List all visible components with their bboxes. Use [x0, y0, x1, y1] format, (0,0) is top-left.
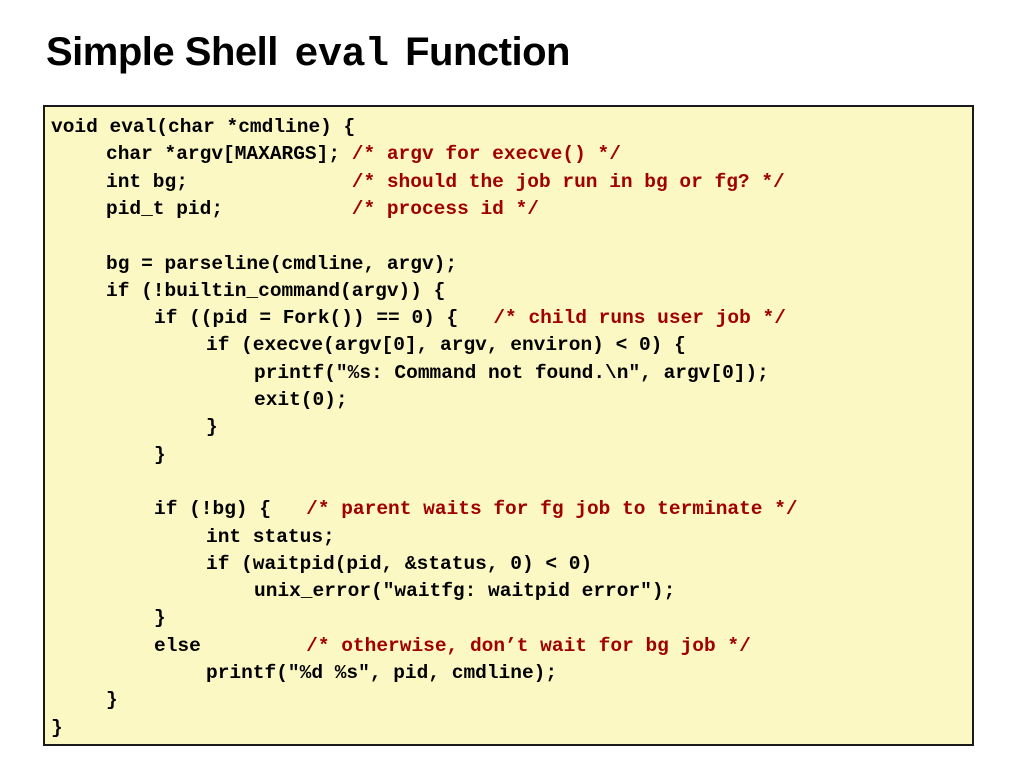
code-line: int bg; /* should the job run in bg or f…: [106, 169, 785, 196]
code-block: void eval(char *cmdline) { char *argv[MAX…: [43, 105, 974, 746]
code-text: int bg;: [106, 170, 352, 193]
title-function-name: eval: [294, 33, 389, 78]
code-text: pid_t pid;: [106, 197, 352, 220]
code-line: }: [206, 414, 218, 441]
code-text: }: [154, 607, 166, 630]
code-line: else /* otherwise, don’t wait for bg job…: [154, 633, 751, 660]
code-text: unix_error("waitfg: waitpid error");: [254, 580, 676, 603]
code-comment: /* otherwise, don’t wait for bg job */: [306, 634, 751, 657]
code-text: char *argv[MAXARGS];: [106, 143, 352, 166]
code-text: exit(0);: [254, 389, 348, 411]
code-text: int status;: [206, 525, 335, 548]
code-line: if (!bg) { /* parent waits for fg job to…: [154, 496, 798, 523]
code-line: exit(0);: [254, 387, 348, 414]
code-text: }: [154, 443, 166, 466]
code-comment: /* parent waits for fg job to terminate …: [306, 498, 798, 521]
code-comment: /* process id */: [351, 197, 539, 220]
code-line: int status;: [206, 524, 335, 551]
title-text-end: Function: [394, 30, 570, 74]
code-line: }: [154, 442, 166, 469]
code-comment: /* should the job run in bg or fg? */: [351, 170, 785, 193]
slide-title: Simple Shell eval Function: [46, 30, 570, 78]
code-line: printf("%d %s", pid, cmdline);: [206, 660, 557, 687]
code-text: }: [106, 689, 118, 712]
code-line: pid_t pid; /* process id */: [106, 196, 539, 223]
code-line: unix_error("waitfg: waitpid error");: [254, 578, 675, 605]
code-text: if (!bg) {: [154, 498, 307, 521]
code-text: }: [206, 416, 218, 439]
code-line: char *argv[MAXARGS]; /* argv for execve(…: [106, 141, 621, 168]
code-line: if (waitpid(pid, &status, 0) < 0): [206, 551, 592, 578]
code-line: printf("%s: Command not found.\n", argv[…: [254, 360, 769, 387]
title-text-start: Simple Shell: [46, 30, 289, 74]
code-text: bg = parseline(cmdline, argv);: [106, 252, 458, 275]
code-comment: /* child runs user job */: [493, 307, 786, 330]
code-comment: /* argv for execve() */: [351, 143, 621, 166]
code-text: if (waitpid(pid, &status, 0) < 0): [206, 552, 593, 575]
code-line: }: [106, 687, 118, 714]
code-text: if (execve(argv[0], argv, environ) < 0) …: [206, 334, 686, 357]
code-text: if ((pid = Fork()) == 0) {: [154, 307, 494, 330]
code-line: }: [154, 605, 166, 632]
code-text: printf("%s: Command not found.\n", argv[…: [254, 361, 769, 384]
code-text: printf("%d %s", pid, cmdline);: [206, 662, 558, 684]
code-line: void eval(char *cmdline) {: [51, 114, 355, 141]
code-line: if (execve(argv[0], argv, environ) < 0) …: [206, 332, 686, 359]
code-line: bg = parseline(cmdline, argv);: [106, 251, 457, 278]
code-text: }: [51, 716, 63, 739]
code-text: void eval(char *cmdline) {: [51, 116, 356, 138]
code-line: if (!builtin_command(argv)) {: [106, 278, 445, 305]
code-line: if ((pid = Fork()) == 0) { /* child runs…: [154, 305, 786, 332]
code-line: }: [51, 715, 63, 742]
code-text: else: [154, 634, 307, 657]
code-text: if (!builtin_command(argv)) {: [106, 279, 446, 302]
